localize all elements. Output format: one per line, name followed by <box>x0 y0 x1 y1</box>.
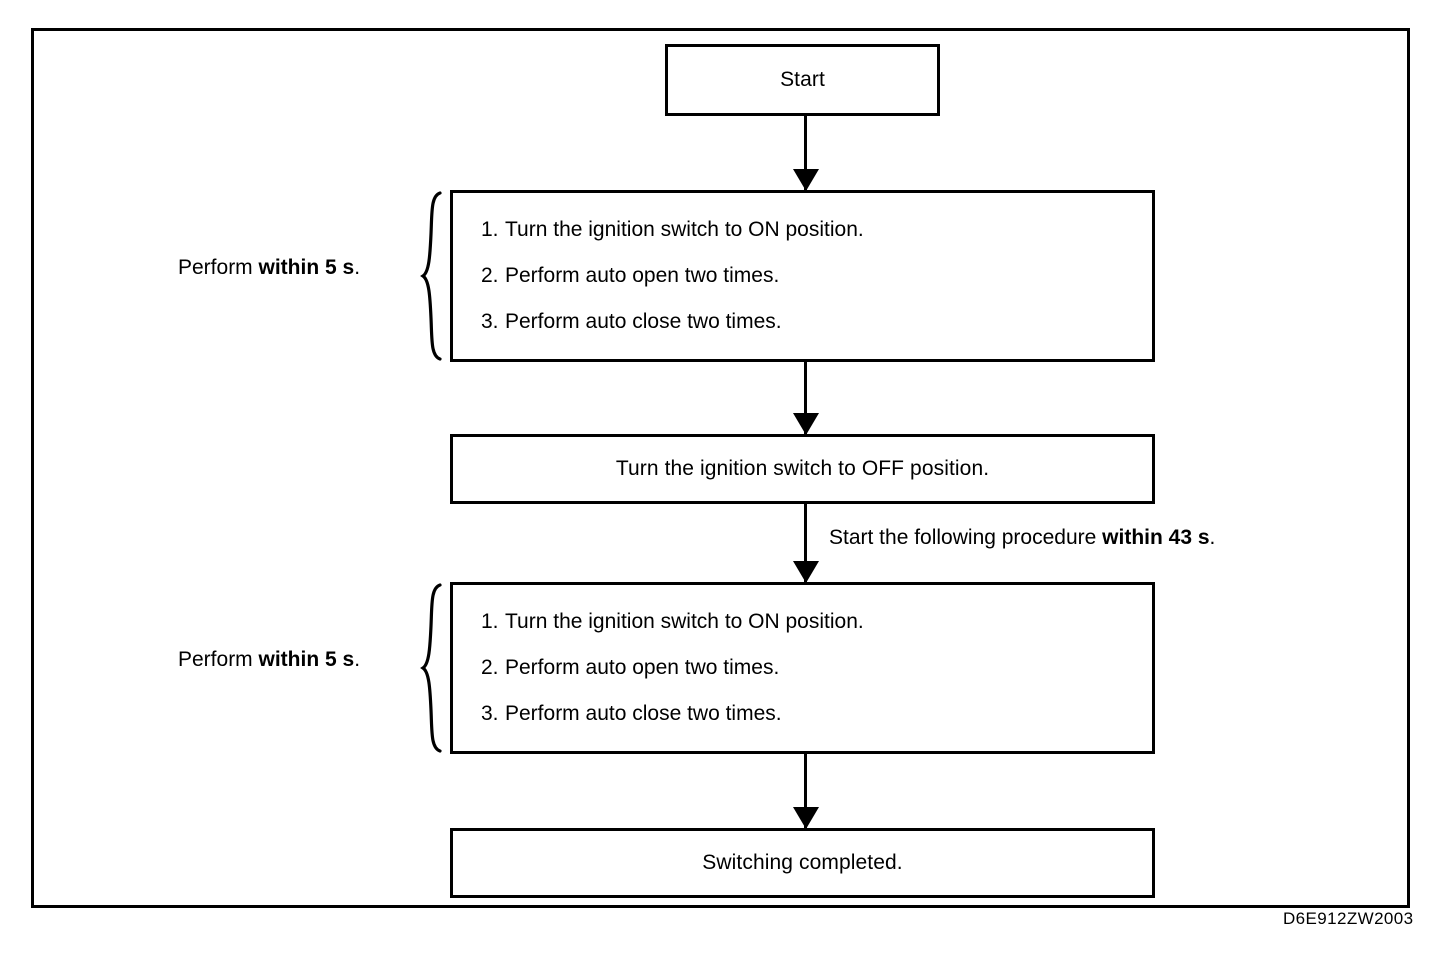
list-item: 3. Perform auto close two times. <box>481 309 1152 334</box>
label-timing-two-suffix: . <box>354 648 361 671</box>
step-text: Turn the ignition switch to ON position. <box>505 610 864 634</box>
annotation-prefix: Start the following procedure <box>829 526 1103 549</box>
node-ignition-off: Turn the ignition switch to OFF position… <box>450 434 1155 504</box>
list-item: 2. Perform auto open two times. <box>481 263 1152 288</box>
label-timing-one-suffix: . <box>354 256 361 279</box>
annotation-emphasis: within 43 s <box>1102 526 1210 549</box>
step-number: 1. <box>481 218 499 242</box>
annotation-transition-timing: Start the following procedure within 43 … <box>829 526 1215 550</box>
label-timing-one-prefix: Perform <box>178 256 259 279</box>
arrow-ignition-off-to-procedure-two <box>804 504 807 582</box>
step-text: Perform auto close two times. <box>505 702 782 726</box>
step-number: 3. <box>481 310 499 334</box>
step-text: Perform auto open two times. <box>505 656 780 680</box>
node-procedure-one: 1. Turn the ignition switch to ON positi… <box>450 190 1155 362</box>
step-number: 2. <box>481 656 499 680</box>
annotation-suffix: . <box>1209 526 1216 549</box>
step-number: 2. <box>481 264 499 288</box>
label-timing-one: Perform within 5 s. <box>178 256 360 280</box>
step-number: 1. <box>481 610 499 634</box>
node-start: Start <box>665 44 940 116</box>
procedure-one-step-list: 1. Turn the ignition switch to ON positi… <box>481 207 1152 345</box>
label-timing-two: Perform within 5 s. <box>178 648 360 672</box>
list-item: 3. Perform auto close two times. <box>481 701 1152 726</box>
node-procedure-two: 1. Turn the ignition switch to ON positi… <box>450 582 1155 754</box>
node-ignition-off-label: Turn the ignition switch to OFF position… <box>615 457 990 481</box>
procedure-two-step-list: 1. Turn the ignition switch to ON positi… <box>481 599 1152 737</box>
node-start-label: Start <box>780 68 825 92</box>
label-timing-two-prefix: Perform <box>178 648 259 671</box>
step-number: 3. <box>481 702 499 726</box>
node-switching-completed: Switching completed. <box>450 828 1155 898</box>
arrow-procedure-one-to-ignition-off <box>804 362 807 434</box>
list-item: 1. Turn the ignition switch to ON positi… <box>481 217 1152 242</box>
arrow-procedure-two-to-completed <box>804 754 807 828</box>
label-timing-one-emphasis: within 5 s <box>258 256 355 279</box>
list-item: 1. Turn the ignition switch to ON positi… <box>481 609 1152 634</box>
label-timing-two-emphasis: within 5 s <box>258 648 355 671</box>
step-text: Turn the ignition switch to ON position. <box>505 218 864 242</box>
step-text: Perform auto close two times. <box>505 310 782 334</box>
reference-code: D6E912ZW2003 <box>1283 909 1414 928</box>
step-text: Perform auto open two times. <box>505 264 780 288</box>
list-item: 2. Perform auto open two times. <box>481 655 1152 680</box>
node-switching-completed-label: Switching completed. <box>702 851 903 875</box>
arrow-start-to-procedure-one <box>804 116 807 190</box>
